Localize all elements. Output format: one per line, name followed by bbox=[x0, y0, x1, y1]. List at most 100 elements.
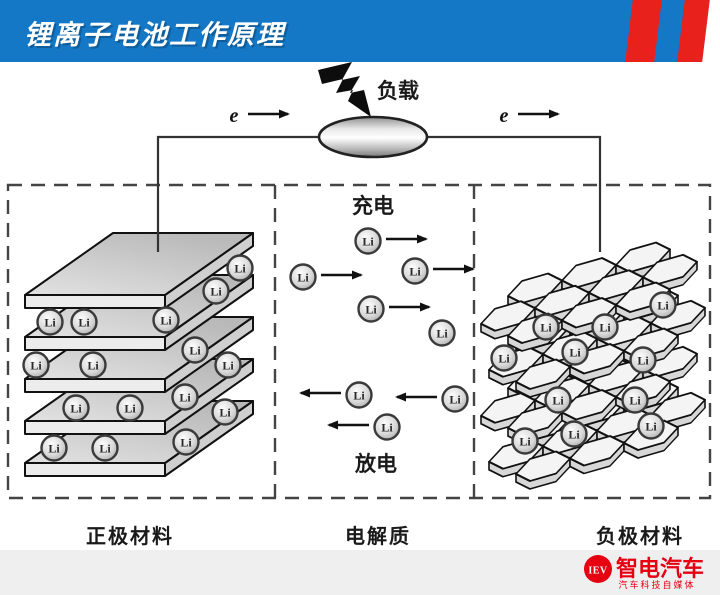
plate-front-face bbox=[24, 420, 166, 435]
li-ion-label: Li bbox=[449, 393, 461, 407]
li-ion: Li bbox=[289, 263, 317, 291]
li-ion: Li bbox=[532, 313, 560, 341]
cell-dashed-border bbox=[6, 183, 712, 500]
li-ion-circle bbox=[649, 291, 677, 319]
li-ion-label: Li bbox=[409, 265, 421, 279]
li-ion-label: Li bbox=[30, 359, 42, 373]
li-ion: Li bbox=[171, 383, 199, 411]
li-ion-label: Li bbox=[180, 436, 192, 450]
logo-badge-text: IEV bbox=[588, 566, 608, 577]
logo-tagline: 汽车科技自媒体 bbox=[618, 579, 695, 590]
li-ion: Li bbox=[561, 338, 589, 366]
li-ion-circle bbox=[637, 412, 665, 440]
li-ion-circle bbox=[345, 381, 373, 409]
li-ion: Li bbox=[226, 254, 254, 282]
electrode-plate bbox=[24, 232, 254, 309]
li-ion-label: Li bbox=[48, 442, 60, 456]
li-ion: Li bbox=[591, 313, 619, 341]
li-ion: Li bbox=[36, 308, 64, 336]
li-ion-circle bbox=[226, 254, 254, 282]
anode-section-label: 负极材料 bbox=[596, 524, 684, 548]
plate-top-face bbox=[24, 232, 254, 296]
slide-header: 锂离子电池工作原理 bbox=[0, 0, 720, 62]
li-ion: Li bbox=[441, 385, 469, 413]
li-ion-label: Li bbox=[70, 402, 82, 416]
li-ion: Li bbox=[354, 227, 382, 255]
li-ion-circle bbox=[172, 428, 200, 456]
li-ion: Li bbox=[79, 351, 107, 379]
li-ion: Li bbox=[22, 351, 50, 379]
li-ion-circle bbox=[116, 394, 144, 422]
li-ion-label: Li bbox=[189, 344, 201, 358]
li-ion-label: Li bbox=[124, 402, 136, 416]
li-ion-label: Li bbox=[519, 435, 531, 449]
li-ion-label: Li bbox=[353, 389, 365, 403]
li-ion-label: Li bbox=[160, 314, 172, 328]
li-ion-circle bbox=[561, 338, 589, 366]
li-ion: Li bbox=[490, 344, 518, 372]
li-ion-label: Li bbox=[637, 354, 649, 368]
li-ion-circle bbox=[401, 257, 429, 285]
plate-front-face bbox=[24, 378, 166, 393]
li-ion-label: Li bbox=[629, 394, 641, 408]
li-ion-label: Li bbox=[381, 421, 393, 435]
li-ion: Li bbox=[211, 398, 239, 426]
li-ion-circle bbox=[357, 295, 385, 323]
li-ion-circle bbox=[591, 313, 619, 341]
brand-logo: IEV 智电汽车 汽车科技自媒体 bbox=[584, 555, 704, 590]
li-ion-circle bbox=[79, 351, 107, 379]
li-ion-circle bbox=[289, 263, 317, 291]
lightning-bolt-icon bbox=[318, 62, 371, 117]
electron-label-left: e bbox=[230, 105, 239, 127]
li-ion-label: Li bbox=[179, 391, 191, 405]
li-ion-circle bbox=[211, 398, 239, 426]
li-ion-circle bbox=[621, 386, 649, 414]
li-ion-label: Li bbox=[87, 359, 99, 373]
li-ion-label: Li bbox=[599, 321, 611, 335]
li-ion-circle bbox=[202, 277, 230, 305]
li-ion: Li bbox=[40, 434, 68, 462]
page-title: 锂离子电池工作原理 bbox=[24, 20, 285, 50]
li-ion-label: Li bbox=[210, 285, 222, 299]
li-ion-label: Li bbox=[436, 327, 448, 341]
plate-front-face bbox=[24, 294, 166, 309]
li-ion-label: Li bbox=[234, 262, 246, 276]
li-ion-label: Li bbox=[78, 316, 90, 330]
plate-front-face bbox=[24, 462, 166, 477]
li-ion-circle bbox=[36, 308, 64, 336]
li-ion-label: Li bbox=[498, 352, 510, 366]
li-ion-circle bbox=[171, 383, 199, 411]
li-ion-label: Li bbox=[657, 299, 669, 313]
li-ion-label: Li bbox=[297, 271, 309, 285]
li-ion: Li bbox=[544, 386, 572, 414]
discharge-label: 放电 bbox=[354, 452, 397, 476]
footer-strip bbox=[0, 550, 720, 595]
li-ion-circle bbox=[91, 434, 119, 462]
li-ion-circle bbox=[214, 351, 242, 379]
li-ion: Li bbox=[91, 434, 119, 462]
li-ion-label: Li bbox=[362, 235, 374, 249]
charge-label: 充电 bbox=[352, 194, 394, 218]
li-ion: Li bbox=[152, 306, 180, 334]
li-ion-label: Li bbox=[365, 303, 377, 317]
li-ion-label: Li bbox=[44, 316, 56, 330]
li-ion: Li bbox=[649, 291, 677, 319]
li-ion-label: Li bbox=[222, 359, 234, 373]
li-ion-circle bbox=[490, 344, 518, 372]
cathode-section-label: 正极材料 bbox=[86, 524, 174, 548]
li-ion: Li bbox=[637, 412, 665, 440]
hex-tile-top bbox=[615, 281, 671, 313]
li-ion: Li bbox=[62, 394, 90, 422]
li-ion-circle bbox=[22, 351, 50, 379]
li-ion-label: Li bbox=[540, 321, 552, 335]
li-ion: Li bbox=[621, 386, 649, 414]
li-ion: Li bbox=[401, 257, 429, 285]
li-ion: Li bbox=[357, 295, 385, 323]
li-ion-circle bbox=[354, 227, 382, 255]
li-ion-label: Li bbox=[552, 394, 564, 408]
li-ion-circle bbox=[544, 386, 572, 414]
li-ion: Li bbox=[202, 277, 230, 305]
